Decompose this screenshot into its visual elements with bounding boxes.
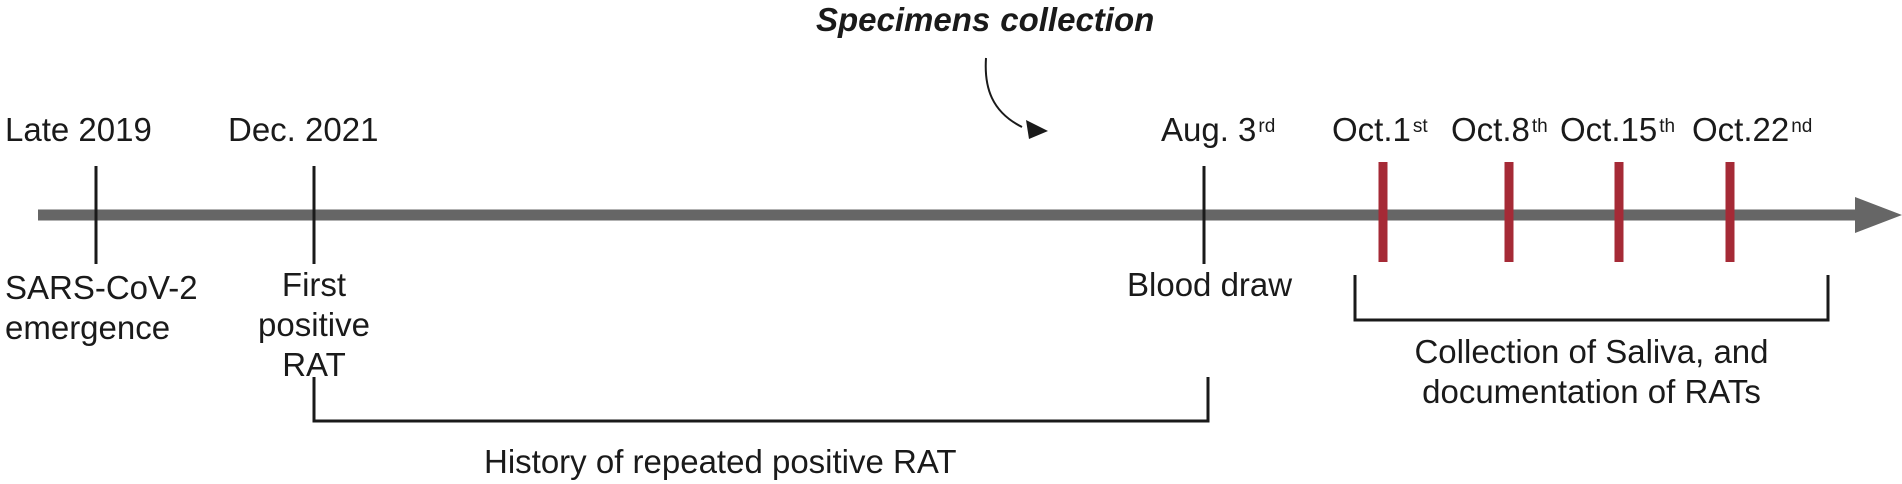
title-word-specimens: Specimens	[816, 1, 991, 38]
collection-date-oct-22-main: Oct.22	[1692, 111, 1790, 148]
collection-date-oct-8-suffix: th	[1531, 116, 1548, 137]
specimens-pointer-arrowhead	[1026, 120, 1048, 139]
title-word-collection: collection	[1000, 1, 1155, 38]
timeline-arrowhead	[1855, 197, 1902, 233]
collection-date-oct-15-suffix: th	[1659, 116, 1676, 137]
history-bracket-label: History of repeated positive RAT	[484, 443, 957, 480]
collection-date-oct-15-main: Oct.15	[1560, 111, 1658, 148]
event-date-dec-2021: Dec. 2021	[228, 111, 379, 148]
collection-date-oct-8-main: Oct.8	[1451, 111, 1530, 148]
collection-date-oct-1-suffix: st	[1412, 116, 1428, 137]
event-desc-sars-cov-2: SARS-CoV-2 emergence	[5, 268, 198, 348]
event-desc-line: SARS-CoV-2	[5, 269, 198, 306]
collection-label-line: documentation of RATs	[1422, 373, 1761, 410]
event-desc-line: RAT	[282, 346, 346, 383]
event-date-aug-3-suffix: rd	[1258, 116, 1276, 137]
collection-bracket	[1353, 275, 1830, 322]
collection-label-line: Collection of Saliva, and	[1414, 333, 1769, 370]
collection-bracket-label: Collection of Saliva, and documentation …	[1355, 332, 1828, 412]
event-desc-line: First	[281, 266, 347, 303]
specimens-pointer-curve	[984, 57, 1023, 128]
event-desc-first-positive: First positive RAT	[244, 265, 384, 385]
event-desc-line: positive	[258, 306, 370, 343]
collection-date-oct-22-suffix: nd	[1791, 116, 1813, 137]
event-date-late-2019: Late 2019	[5, 111, 152, 148]
history-bracket	[312, 377, 1210, 423]
event-desc-line: emergence	[5, 309, 171, 346]
collection-date-oct-1-main: Oct.1	[1332, 111, 1411, 148]
event-desc-blood-draw: Blood draw	[1127, 266, 1293, 303]
event-date-aug-3-main: Aug. 3	[1161, 111, 1257, 148]
